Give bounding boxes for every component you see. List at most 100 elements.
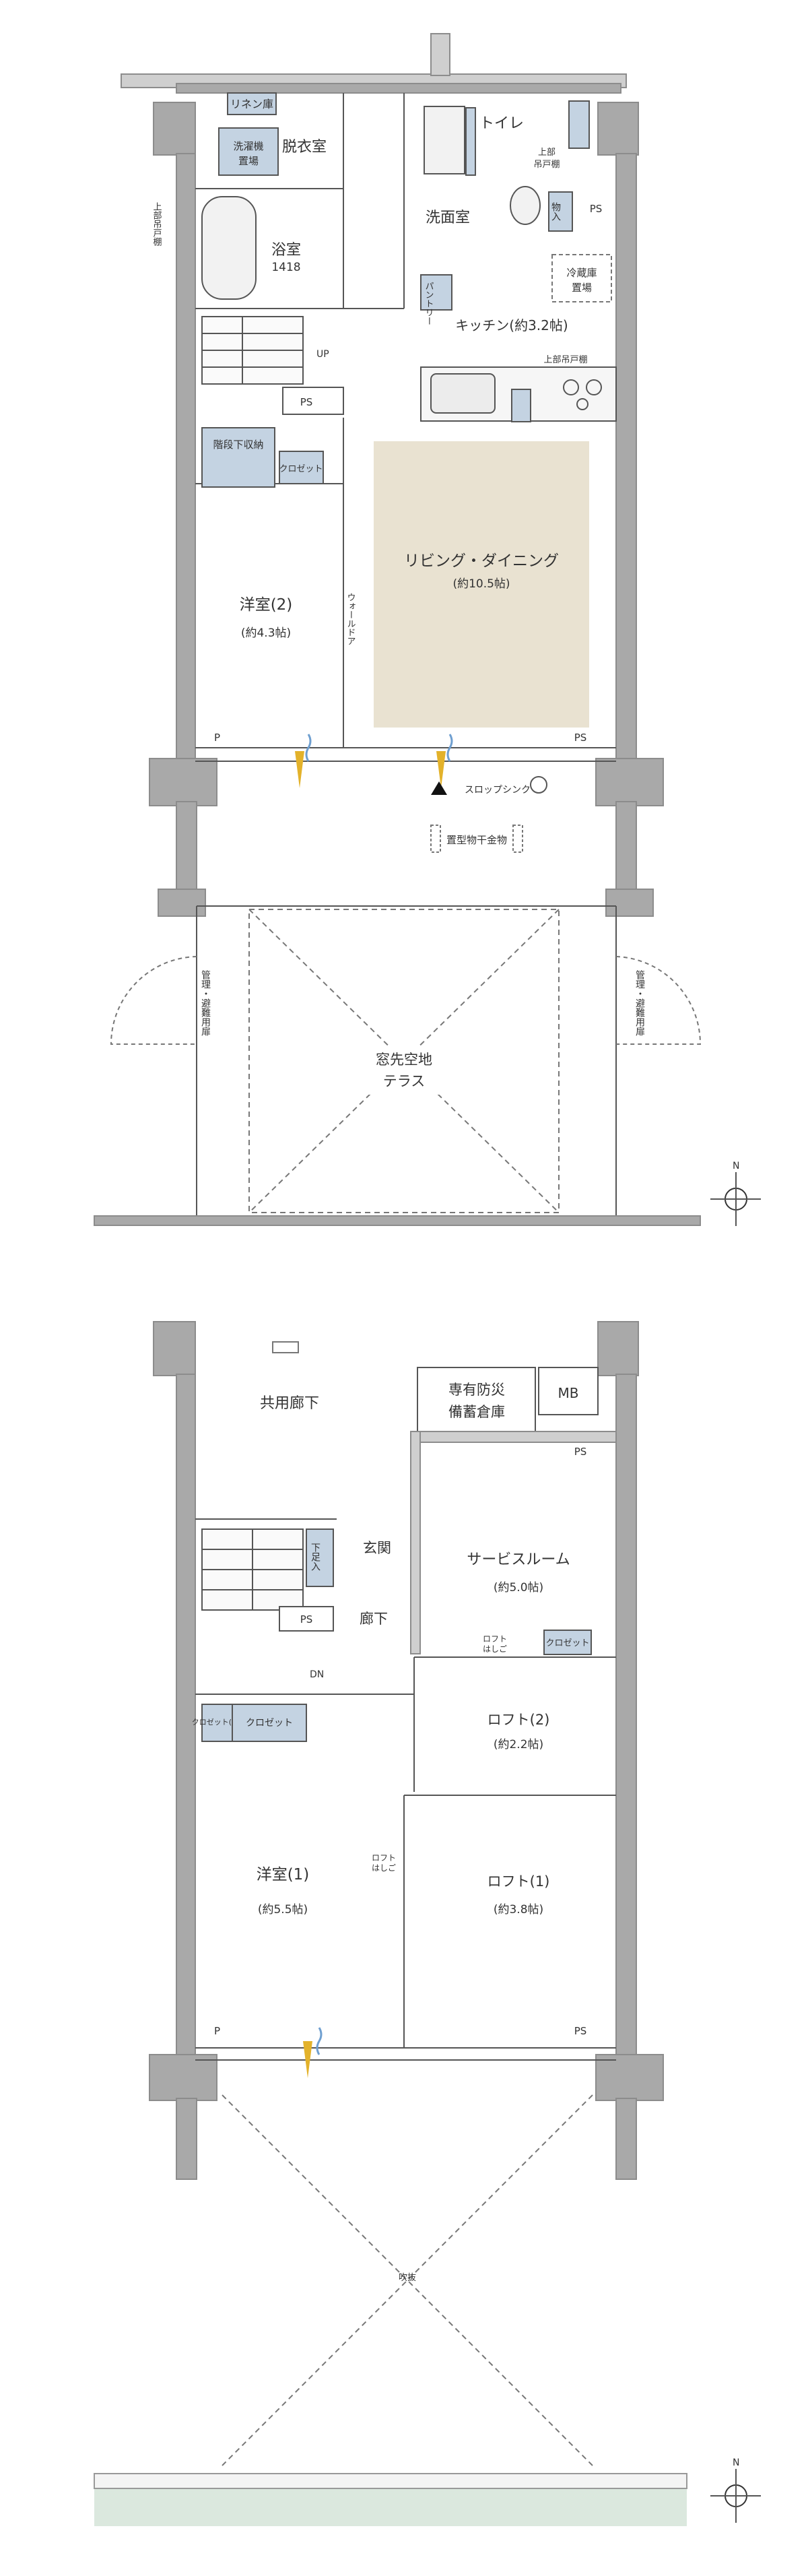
- linen-cabinet: [227, 92, 277, 115]
- p-left-label-upper: P: [214, 2025, 220, 2037]
- terrace-open-area: [248, 909, 560, 1213]
- hatched-wall: [410, 1431, 421, 1654]
- loft-ladder2-label-2: はしご: [372, 1863, 396, 1873]
- column-bottom-right: [595, 2054, 664, 2101]
- entrance-label: 玄関: [363, 1540, 391, 1556]
- stove-burner-icon: [586, 379, 602, 395]
- vent-wave-icon: [446, 734, 453, 762]
- mb-label: MB: [558, 1385, 579, 1401]
- closet-upper: [232, 1704, 307, 1742]
- washer-label-2: 置場: [238, 155, 259, 167]
- loft-ladder2-label-1: ロフト: [372, 1853, 396, 1863]
- vent-wave-icon: [305, 734, 312, 762]
- upper-shelf-left-label: 上部吊戸棚: [152, 202, 162, 246]
- balcony-green-strip: [94, 2487, 687, 2526]
- void-label: 吹抜: [399, 2272, 416, 2283]
- disaster-label-2: 備蓄倉庫: [448, 1404, 505, 1420]
- column-foot-left: [158, 889, 206, 917]
- bath-label: 浴室: [271, 242, 301, 259]
- corridor-light: [272, 1341, 299, 1353]
- washroom-label: 洗面室: [426, 210, 470, 226]
- living-dining-size: (約10.5帖): [452, 577, 510, 591]
- loft2-label: ロフト(2): [487, 1712, 550, 1728]
- kitchen-label: キッチン(約3.2帖): [455, 317, 568, 333]
- closet-lower: [279, 451, 324, 484]
- column-pier-right: [615, 2098, 637, 2180]
- terrace-diagonal: [248, 909, 560, 1213]
- shoe-cabinet-label: 下足入: [310, 1543, 321, 1571]
- toilet-bowl: [510, 186, 541, 225]
- storage-label: 物入: [550, 202, 561, 221]
- window-vent-icon: [295, 751, 304, 788]
- washer-label-1: 洗濯機: [233, 140, 263, 152]
- window-vent-icon: [303, 2041, 312, 2078]
- wall-top-inner: [176, 83, 621, 94]
- site-boundary-bar: [94, 1215, 701, 1226]
- kitchen-sink: [430, 373, 496, 414]
- dryer-label: 置型物干金物: [446, 834, 507, 846]
- column-pier-right: [615, 801, 637, 902]
- dryer-right: [512, 825, 523, 853]
- loft-ladder-label-1: ロフト: [483, 1634, 507, 1644]
- western-room-2-size: (約4.3帖): [241, 626, 291, 640]
- column-top-left: [153, 1321, 196, 1376]
- closet-small: [201, 1704, 233, 1742]
- emergency-door-right: [615, 956, 702, 1045]
- common-corridor-label: 共用廊下: [260, 1395, 319, 1412]
- closet-service-label: クロゼット: [545, 1638, 589, 1648]
- void-diagonal: [222, 2094, 593, 2466]
- column-bottom-left: [149, 2054, 217, 2101]
- column-top-right: [597, 1321, 639, 1376]
- column-top-right: [597, 102, 639, 156]
- north-arrow-triangle-icon: [431, 781, 447, 795]
- hatched-wall: [413, 1431, 617, 1443]
- western-room-1-label: 洋室(1): [257, 1866, 310, 1883]
- column-foot-right: [605, 889, 654, 917]
- lower-floor: リネン庫 洗濯機 置場 上部吊戸棚 脱衣室 浴室 1418 トイレ 上部 吊戸棚…: [94, 33, 761, 1226]
- mb-box: [538, 1367, 599, 1415]
- wall-left-upper: [176, 1374, 196, 2055]
- garden-label-1: 窓先空地: [376, 1052, 432, 1068]
- fridge-area: [551, 254, 612, 302]
- washer-area: [218, 127, 279, 176]
- pantry-label: パントリー: [424, 282, 434, 325]
- garden-label-2: テラス: [383, 1073, 426, 1089]
- void-diagonal: [222, 2094, 593, 2466]
- kitchen-cabinet-fix: [511, 389, 531, 422]
- closet-service: [543, 1630, 592, 1655]
- column-pier-left: [176, 801, 197, 902]
- service-room-size: (約5.0帖): [494, 1581, 543, 1595]
- emergency-left-label: 管理・避難用扉: [200, 970, 211, 1036]
- ps-stair-box: [282, 387, 344, 415]
- ps-top-label: PS: [574, 1446, 587, 1458]
- under-stair-label: 階段下収納: [213, 439, 263, 451]
- wall-right-lower: [615, 153, 637, 761]
- upper-shelf-label-2: 吊戸棚: [533, 160, 560, 170]
- ps-bottom-label-upper: PS: [574, 2025, 587, 2037]
- fridge-label-2: 置場: [572, 282, 592, 294]
- living-dining-floor: [374, 441, 589, 728]
- toilet-sink: [424, 106, 465, 174]
- column-bottom-left: [149, 758, 217, 806]
- loft1-size: (約3.8帖): [494, 1903, 543, 1917]
- bathtub: [201, 196, 257, 300]
- loft-ladder-label-2: はしご: [483, 1644, 507, 1654]
- upper-shelf-label-1: 上部: [538, 148, 556, 158]
- fridge-label-1: 冷蔵庫: [566, 267, 597, 279]
- column-pier-left: [176, 2098, 197, 2180]
- wall-left-lower: [176, 153, 196, 761]
- slop-sink-label: スロップシンク: [465, 785, 531, 796]
- column-top-left: [153, 102, 196, 156]
- closet-lower-label: クロゼット: [279, 464, 323, 474]
- storage-cabinet: [548, 191, 573, 232]
- disaster-label-1: 専有防災: [448, 1382, 505, 1398]
- terrace-diagonal: [248, 909, 560, 1213]
- under-stair-storage: [201, 427, 275, 488]
- garden-label-bg: [360, 1048, 448, 1095]
- closet-upper-label: クロゼット: [246, 1718, 293, 1729]
- toilet-fixture: [465, 107, 476, 176]
- stove-burner-icon: [576, 398, 588, 410]
- upper-shelf-kitchen-label: 上部吊戸棚: [543, 355, 587, 365]
- western-room-2-label: 洋室(2): [240, 596, 293, 614]
- dryer-left: [430, 825, 441, 853]
